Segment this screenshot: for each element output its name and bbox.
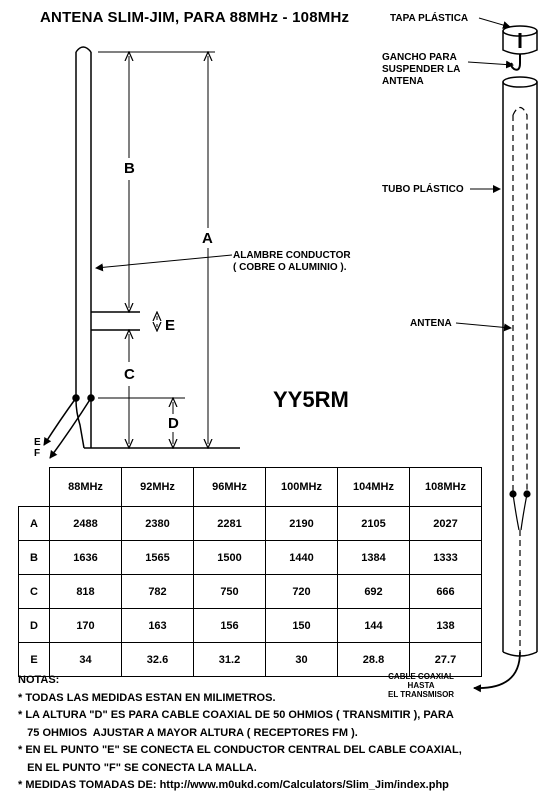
- table-row: A 2488 2380 2281 2190 2105 2027: [18, 506, 482, 541]
- note-line: * LA ALTURA "D" ES PARA CABLE COAXIAL DE…: [18, 709, 454, 721]
- table-cell: 1440: [265, 540, 338, 575]
- coax-label: CABLE COAXIAL HASTA EL TRANSMISOR: [388, 672, 455, 699]
- table-cell: 2027: [409, 506, 482, 541]
- dimension-lines: [98, 52, 215, 444]
- table-cell: 782: [121, 574, 194, 609]
- table-corner: [18, 467, 50, 507]
- note-line: 75 OHMIOS AJUSTAR A MAYOR ALTURA ( RECEP…: [18, 726, 358, 739]
- table-cell: 138: [409, 608, 482, 643]
- table-cell: 692: [337, 574, 410, 609]
- hook-label: GANCHO PARA SUSPENDER LA ANTENA: [382, 52, 461, 87]
- table-header-row: 88MHz 92MHz 96MHz 100MHz 104MHz 108MHz: [18, 467, 482, 507]
- row-label: C: [18, 574, 50, 609]
- note-line: * MEDIDAS TOMADAS DE: http://www.m0ukd.c…: [18, 779, 449, 791]
- table-row: E 34 32.6 31.2 30 28.8 27.7: [18, 642, 482, 677]
- wire-label: ALAMBRE CONDUCTOR ( COBRE O ALUMINIO ).: [233, 250, 351, 273]
- dim-e-label: E: [165, 317, 176, 334]
- wire-callout-arrow: [95, 254, 233, 272]
- dim-b-label: B: [124, 160, 135, 177]
- col-header: 96MHz: [193, 467, 266, 507]
- antenna-label: ANTENA: [410, 318, 452, 329]
- table-cell: 750: [193, 574, 266, 609]
- table-cell: 2488: [49, 506, 122, 541]
- feed-wires: [43, 394, 95, 459]
- slim-jim-element: [75, 46, 240, 449]
- tube-label: TUBO PLÁSTICO: [382, 184, 464, 195]
- inner-antenna: [512, 106, 528, 492]
- table-row: B 1636 1565 1500 1440 1384 1333: [18, 540, 482, 575]
- table-cell: 144: [337, 608, 410, 643]
- table-cell: 666: [409, 574, 482, 609]
- row-label: E: [18, 642, 50, 677]
- table-cell: 1565: [121, 540, 194, 575]
- notes-section: NOTAS: * TODAS LAS MEDIDAS ESTAN EN MILI…: [18, 672, 462, 795]
- inner-feed: [473, 490, 531, 693]
- table-row: D 170 163 156 150 144 138: [18, 608, 482, 643]
- table-cell: 1636: [49, 540, 122, 575]
- callsign: YY5RM: [273, 387, 349, 412]
- col-header: 104MHz: [337, 467, 410, 507]
- table-cell: 170: [49, 608, 122, 643]
- table-cell: 32.6: [121, 642, 194, 677]
- row-label: B: [18, 540, 50, 575]
- cap-label: TAPA PLÁSTICA: [390, 13, 469, 24]
- table-cell: 30: [265, 642, 338, 677]
- dim-a-label: A: [202, 230, 213, 247]
- table-cell: 34: [49, 642, 122, 677]
- table-cell: 27.7: [409, 642, 482, 677]
- table-cell: 1500: [193, 540, 266, 575]
- row-label: A: [18, 506, 50, 541]
- note-line: * TODAS LAS MEDIDAS ESTAN EN MILIMETROS.: [18, 691, 276, 704]
- col-header: 88MHz: [49, 467, 122, 507]
- table-cell: 2105: [337, 506, 410, 541]
- table-cell: 720: [265, 574, 338, 609]
- col-header: 92MHz: [121, 467, 194, 507]
- note-line: EN EL PUNTO "F" SE CONECTA LA MALLA.: [18, 761, 257, 774]
- col-header: 100MHz: [265, 467, 338, 507]
- measurements-table: 88MHz 92MHz 96MHz 100MHz 104MHz 108MHz A…: [18, 467, 482, 677]
- feed-e-label: E: [34, 437, 41, 448]
- table-row: C 818 782 750 720 692 666: [18, 574, 482, 609]
- table-cell: 156: [193, 608, 266, 643]
- dim-c-label: C: [124, 366, 135, 383]
- note-line: * EN EL PUNTO "E" SE CONECTA EL CONDUCTO…: [18, 744, 462, 756]
- dim-d-label: D: [168, 415, 179, 432]
- table-cell: 1384: [337, 540, 410, 575]
- feed-f-label: F: [34, 448, 41, 459]
- right-callout-arrows: [455, 17, 514, 332]
- table-cell: 2380: [121, 506, 194, 541]
- table-cell: 818: [49, 574, 122, 609]
- notes-heading: NOTAS:: [18, 674, 60, 686]
- diagram-title: ANTENA SLIM-JIM, PARA 88MHz - 108MHz: [40, 9, 350, 26]
- table-cell: 163: [121, 608, 194, 643]
- table-cell: 1333: [409, 540, 482, 575]
- plastic-tube: [502, 25, 538, 657]
- col-header: 108MHz: [409, 467, 482, 507]
- table-cell: 31.2: [193, 642, 266, 677]
- table-cell: 150: [265, 608, 338, 643]
- table-cell: 2190: [265, 506, 338, 541]
- table-cell: 2281: [193, 506, 266, 541]
- row-label: D: [18, 608, 50, 643]
